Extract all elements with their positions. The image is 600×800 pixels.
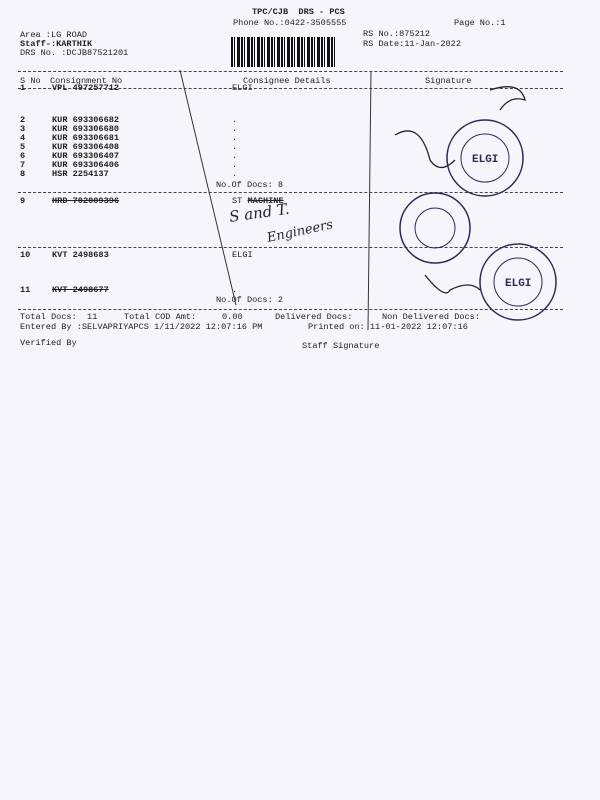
page-no: Page No.:1 [454,18,506,28]
column-line [367,71,372,331]
row-consignee: . [232,142,238,152]
col-consignment: Consignment No [50,76,123,86]
stamp-elgi-text: ELGI [505,278,531,290]
col-consignee: Consignee Details [243,76,331,86]
row-consignee: . [232,124,238,134]
non-delivered-docs: Non Delivered Docs: [382,312,480,322]
total-cod-label: Total COD Amt: [124,312,197,322]
signature-scribble [394,86,526,169]
row-sno: 1 [20,83,26,93]
barcode [231,37,337,67]
elgi-stamp-1: ELGI [446,119,524,197]
printed-on: Printed on: 11-01-2022 12:07:16 [308,322,468,332]
row-sno: 9 [20,196,26,206]
stamp-elgi-text: ELGI [472,154,498,166]
column-line [179,69,237,306]
struck-consignee: MACHINE [247,196,284,206]
doc-title: TPC/CJB DRS - PCS [252,7,345,17]
col-signature: Signature [425,76,472,86]
elgi-stamp-2: ELGI [479,243,557,321]
row-sno: 11 [20,285,31,295]
signature-scribble [424,274,481,294]
row-consignee: . [232,151,238,161]
row-consignee: . [232,169,238,179]
row-consignee: ST MACHINE [232,196,284,206]
row-sno: 5 [20,142,26,152]
divider [18,192,563,193]
entered-by: Entered By :SELVAPRIYAPCS 1/11/2022 12:0… [20,322,263,332]
delivered-docs: Delivered Docs: [275,312,353,322]
group-count: No.Of Docs: 8 [216,180,284,190]
divider [18,309,563,310]
row-consignment-no: KUR 693306408 [52,142,120,152]
col-sno: S No [20,76,41,86]
s-and-t-stamp [399,192,471,264]
verified-by: Verified By [20,338,77,348]
handwritten-line2: Engineers [265,217,335,246]
total-docs: Total Docs: 11 [20,312,98,322]
handwritten-line1: S and T. [228,200,291,226]
group-count: No.Of Docs: 2 [216,295,284,305]
row-sno: 7 [20,160,26,170]
row-sno: 6 [20,151,26,161]
row-consignment-no: KUR 693306682 [52,115,120,125]
staff-signature: Staff Signature [302,341,380,351]
staff: Staff-:KARTHIK [20,39,93,49]
row-consignment-no: VPL 497257712 [52,83,120,93]
row-consignment-no: KUR 693306407 [52,151,120,161]
row-sno: 10 [20,250,31,260]
divider [18,71,563,72]
row-consignee: ELGI [232,83,253,93]
row-consignment-no: KUR 693306406 [52,160,120,170]
row-consignment-no: HRD 702009396 [52,196,120,206]
rs-no: RS No.:875212 [363,29,431,39]
drs-no: DRS No. :DCJB87521201 [20,48,129,58]
row-sno: 3 [20,124,26,134]
row-consignment-no: KVT 2498677 [52,285,109,295]
area: Area :LG ROAD [20,30,88,40]
row-consignment-no: HSR 2254137 [52,169,109,179]
row-consignment-no: KUR 693306680 [52,124,120,134]
row-consignment-no: KVT 2498683 [52,250,109,260]
row-consignee: ELGI [232,250,253,260]
row-sno: 4 [20,133,26,143]
divider [18,88,563,89]
divider [18,247,563,248]
row-sno: 2 [20,115,26,125]
row-consignee: . [232,115,238,125]
row-consignee: . [232,160,238,170]
row-sno: 8 [20,169,26,179]
row-consignee: . [232,133,238,143]
row-consignee: . [232,285,238,295]
row-consignment-no: KUR 693306681 [52,133,120,143]
total-cod-value: 0.00 [222,312,243,322]
rs-date: RS Date:11-Jan-2022 [363,39,461,49]
phone: Phone No.:0422-3505555 [233,18,347,28]
